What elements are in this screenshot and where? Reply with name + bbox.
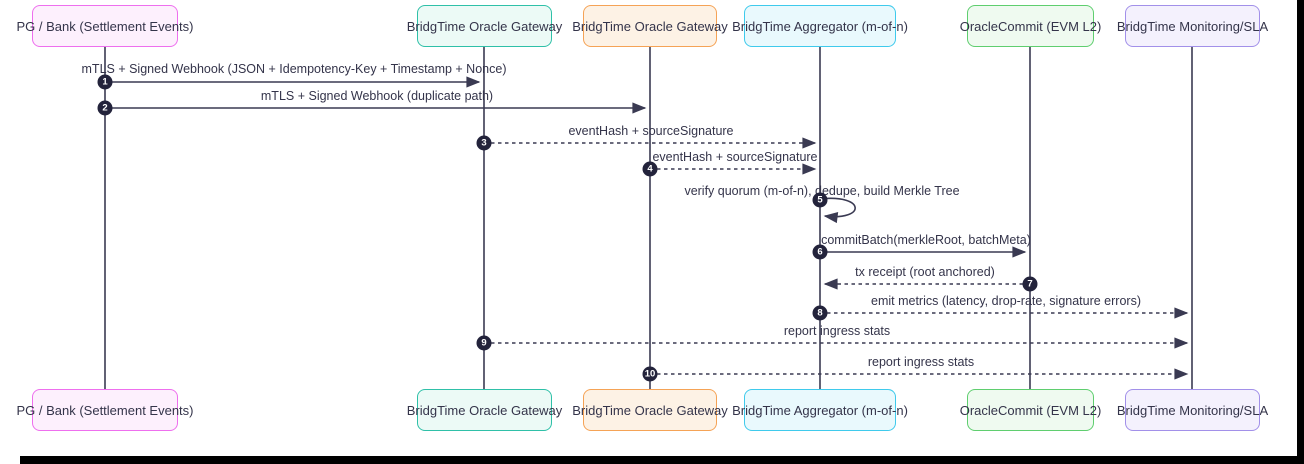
actor-bottom-oracle-commit: OracleCommit (EVM L2): [960, 389, 1101, 431]
message-label-10: report ingress stats: [867, 355, 975, 369]
actor-bottom-oracle-gateway-1: BridgTime Oracle Gateway: [407, 389, 562, 431]
message-number-4: 4: [642, 161, 658, 177]
actor-label: BridgTime Aggregator (m-of-n): [732, 18, 908, 34]
actor-top-aggregator: BridgTime Aggregator (m-of-n): [732, 5, 908, 47]
actor-label: OracleCommit (EVM L2): [959, 402, 1102, 418]
message-label-7: tx receipt (root anchored): [855, 265, 995, 279]
actor-bottom-aggregator: BridgTime Aggregator (m-of-n): [732, 389, 908, 431]
actor-label: BridgTime Oracle Gateway: [406, 402, 563, 418]
message-line-5-self-loop: [819, 197, 856, 224]
message-label-8: emit metrics (latency, drop-rate, signat…: [871, 294, 1141, 308]
message-number-9: 9: [476, 335, 492, 351]
message-label-2: mTLS + Signed Webhook (duplicate path): [260, 89, 494, 103]
screen-edge-right-bar: [1297, 0, 1304, 464]
actor-top-oracle-commit: OracleCommit (EVM L2): [960, 5, 1101, 47]
actor-label: BridgTime Oracle Gateway: [572, 18, 728, 34]
actor-label: OracleCommit (EVM L2): [959, 18, 1102, 34]
message-label-3: eventHash + sourceSignature: [568, 124, 734, 138]
actor-top-monitoring: BridgTime Monitoring/SLA: [1117, 5, 1268, 47]
message-number-2: 2: [97, 100, 113, 116]
message-label-5: verify quorum (m-of-n), dedupe, build Me…: [684, 184, 960, 198]
actor-label: BridgTime Monitoring/SLA: [1116, 18, 1269, 34]
message-label-9: report ingress stats: [783, 324, 891, 338]
actor-top-pg-bank: PG / Bank (Settlement Events): [16, 5, 194, 47]
actor-label: PG / Bank (Settlement Events): [16, 18, 194, 34]
message-label-4: eventHash + sourceSignature: [652, 150, 818, 164]
actor-bottom-pg-bank: PG / Bank (Settlement Events): [16, 389, 194, 431]
actor-top-oracle-gateway-2: BridgTime Oracle Gateway: [572, 5, 728, 47]
actor-bottom-oracle-gateway-2: BridgTime Oracle Gateway: [572, 389, 728, 431]
message-number-3: 3: [476, 135, 492, 151]
actor-label: BridgTime Aggregator (m-of-n): [732, 402, 908, 418]
message-label-1: mTLS + Signed Webhook (JSON + Idempotenc…: [81, 62, 507, 76]
message-number-1: 1: [97, 74, 113, 90]
actor-label: BridgTime Oracle Gateway: [572, 402, 728, 418]
message-number-8: 8: [812, 305, 828, 321]
message-number-5: 5: [812, 192, 828, 208]
actor-bottom-monitoring: BridgTime Monitoring/SLA: [1117, 389, 1268, 431]
message-label-6: commitBatch(merkleRoot, batchMeta): [821, 233, 1031, 247]
actor-top-oracle-gateway-1: BridgTime Oracle Gateway: [407, 5, 562, 47]
message-number-10: 10: [642, 366, 658, 382]
actor-label: BridgTime Monitoring/SLA: [1116, 402, 1269, 418]
message-number-7: 7: [1022, 276, 1038, 292]
actor-label: PG / Bank (Settlement Events): [16, 402, 194, 418]
message-number-6: 6: [812, 244, 828, 260]
screen-edge-bottom-bar: [20, 456, 1304, 464]
actor-label: BridgTime Oracle Gateway: [406, 18, 563, 34]
